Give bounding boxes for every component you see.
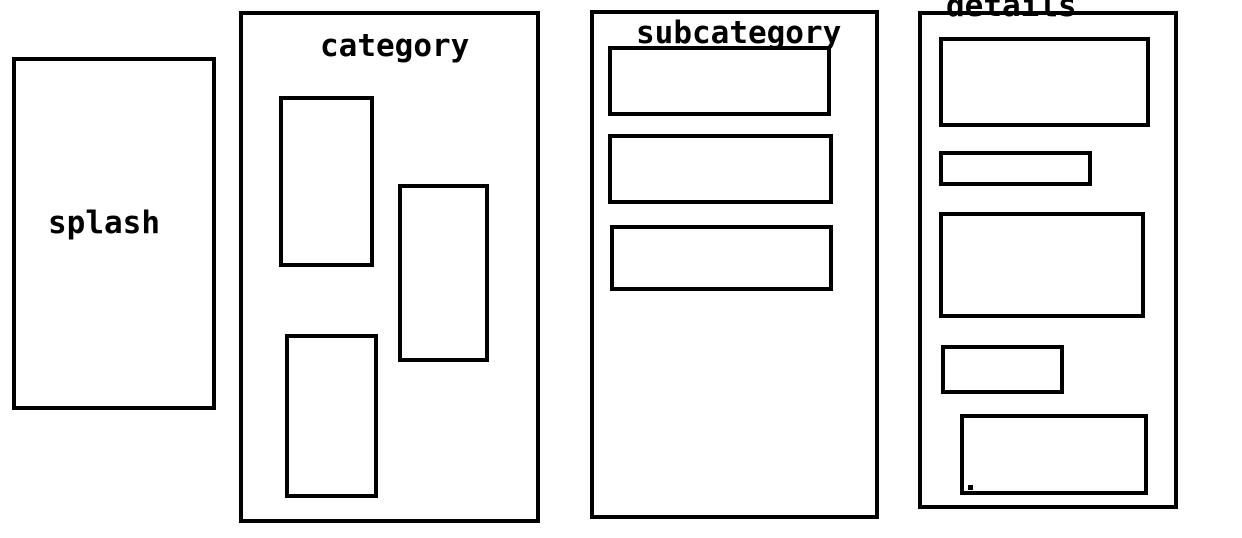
details-footer-block <box>960 414 1148 495</box>
details-label: details <box>946 0 1077 24</box>
subcategory-screen <box>590 10 879 519</box>
details-button-block <box>941 345 1064 394</box>
category-screen <box>239 11 540 523</box>
splash-label: splash <box>48 205 160 241</box>
subcategory-label: subcategory <box>636 15 842 51</box>
category-label: category <box>320 28 470 64</box>
details-description-block <box>939 212 1145 318</box>
category-card-2 <box>398 184 489 362</box>
details-screen <box>918 11 1178 509</box>
details-image-block <box>939 37 1150 127</box>
details-footer-mark <box>968 485 973 490</box>
category-card-3 <box>285 334 378 498</box>
subcategory-row-1 <box>608 46 831 116</box>
splash-screen <box>12 57 216 410</box>
subcategory-row-2 <box>608 134 833 204</box>
category-card-1 <box>279 96 374 267</box>
subcategory-row-3 <box>610 225 833 291</box>
details-title-block <box>939 151 1092 186</box>
